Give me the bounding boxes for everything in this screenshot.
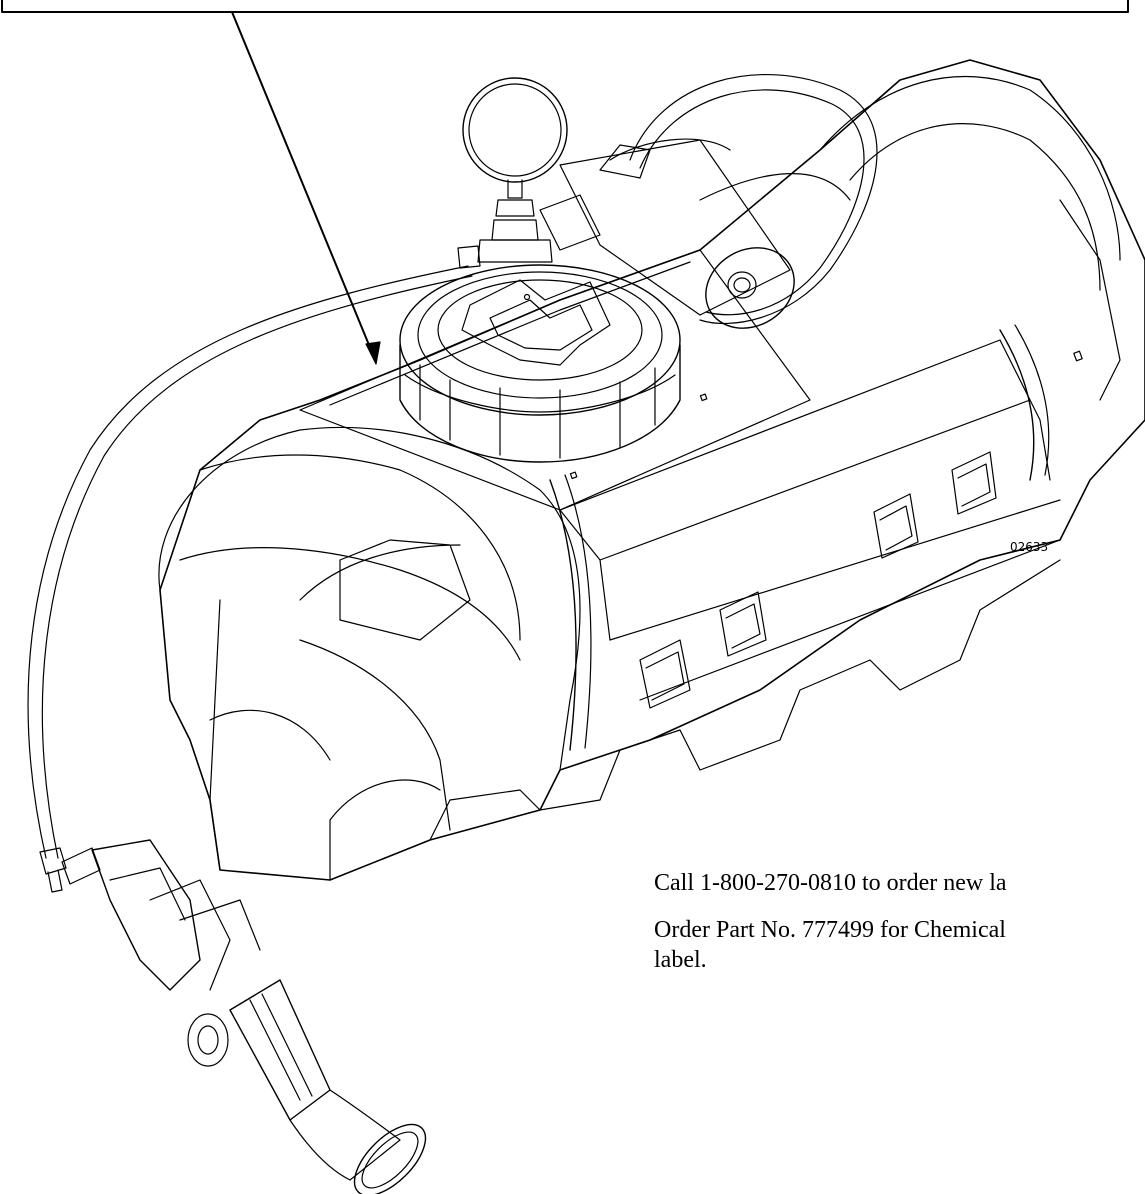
tank-detail-marks (569, 350, 1083, 480)
figure-number: 02633 (1010, 540, 1049, 554)
spray-hose (27, 265, 473, 859)
order-phone-instruction: Call 1-800-270-0810 to order new la (654, 870, 1007, 896)
leader-arrow (231, 11, 381, 365)
spray-wand (39, 839, 427, 1194)
tank-fill-cap (399, 264, 681, 463)
pump-motor (539, 138, 795, 329)
pressure-gauge (457, 77, 568, 269)
side-grip-recesses (639, 451, 997, 709)
label-callout-box (1, 0, 1129, 13)
order-part-instruction-continued: label. (654, 947, 707, 973)
tank-body (158, 59, 1145, 881)
pump-hose-loop (629, 73, 878, 325)
order-part-instruction: Order Part No. 777499 for Chemical (654, 917, 1006, 943)
